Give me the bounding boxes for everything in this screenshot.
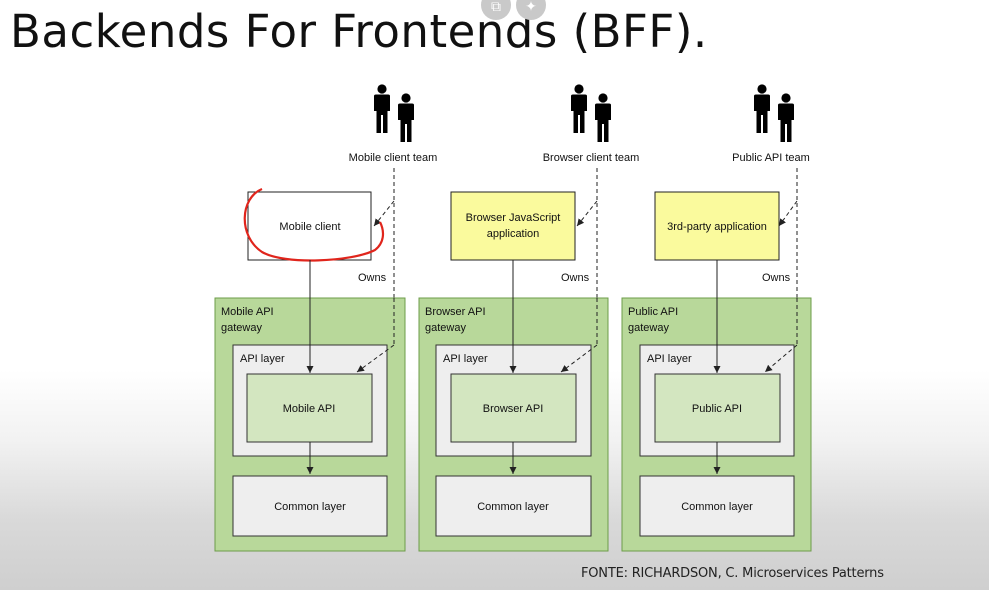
gateway-label-line1: Mobile API	[221, 306, 274, 318]
client-label-line2: application	[487, 228, 540, 240]
api-layer-label: API layer	[443, 353, 488, 365]
team-label: Public API team	[732, 152, 810, 164]
api-box	[450, 373, 577, 443]
client-box	[450, 191, 576, 261]
client-box	[247, 191, 372, 261]
common-layer-box	[232, 475, 388, 537]
gateway-label-line1: Public API	[628, 306, 678, 318]
page-title: Backends For Frontends (BFF).	[10, 5, 708, 58]
source-citation: FONTE: RICHARDSON, C. Microservices Patt…	[581, 566, 884, 581]
owns-label: Owns	[561, 272, 590, 284]
gateway-label-line2: gateway	[628, 322, 669, 334]
team-icon	[571, 84, 611, 142]
external-link-icon[interactable]: ⧉	[481, 0, 511, 20]
team-label: Browser client team	[543, 152, 640, 164]
common-layer-box	[639, 475, 795, 537]
common-layer-label: Common layer	[477, 501, 549, 513]
api-layer-label: API layer	[647, 353, 692, 365]
column-public: Public API team 3rd-party application Ow…	[621, 84, 812, 552]
client-box	[654, 191, 780, 261]
red-annotation-circle	[243, 187, 385, 262]
owns-label: Owns	[358, 272, 387, 284]
common-layer-label: Common layer	[681, 501, 753, 513]
client-label: Mobile client	[279, 221, 340, 233]
owns-label: Owns	[762, 272, 791, 284]
sparkle-icon[interactable]: ✦	[516, 0, 546, 20]
client-label: 3rd-party application	[667, 221, 767, 233]
gateway-label-line2: gateway	[221, 322, 262, 334]
common-layer-label: Common layer	[274, 501, 346, 513]
column-mobile: Mobile client team Mobile client Owns Mo…	[214, 84, 438, 552]
team-icon	[754, 84, 794, 142]
api-label: Browser API	[483, 403, 544, 415]
gateway-label-line1: Browser API	[425, 306, 486, 318]
column-browser: Browser client team Browser JavaScript a…	[418, 84, 640, 552]
api-label: Public API	[692, 403, 742, 415]
gateway-label-line2: gateway	[425, 322, 466, 334]
team-label: Mobile client team	[349, 152, 438, 164]
api-layer-label: API layer	[240, 353, 285, 365]
team-icon	[374, 84, 414, 142]
client-label-line1: Browser JavaScript	[466, 212, 561, 224]
api-label: Mobile API	[283, 403, 336, 415]
common-layer-box	[435, 475, 592, 537]
